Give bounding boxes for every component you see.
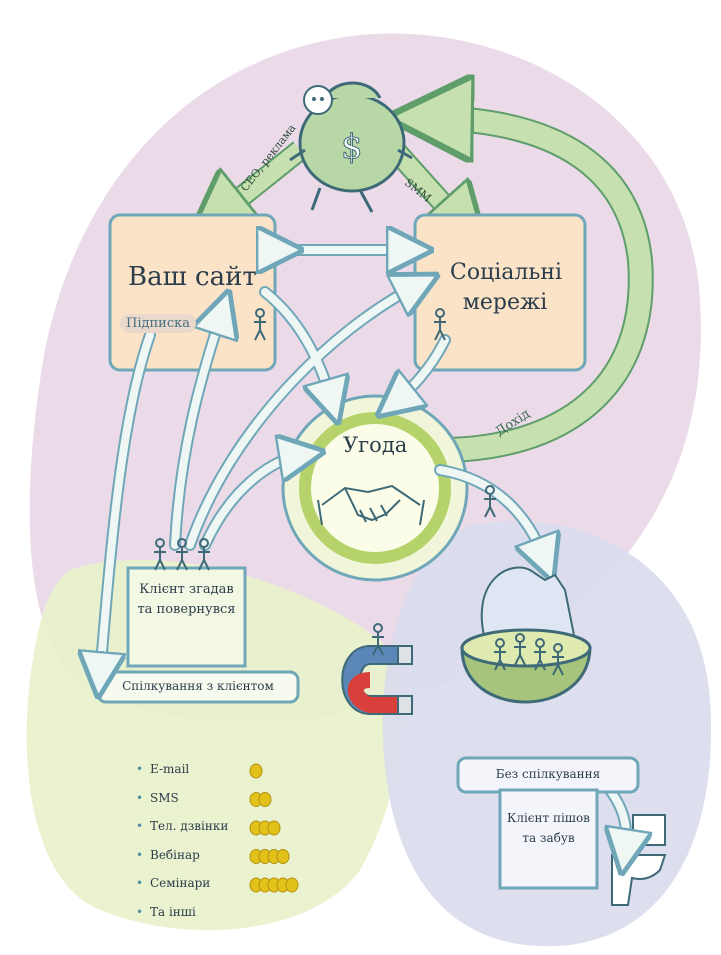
channel-label: Та інші (150, 904, 196, 919)
bullet-icon: • (136, 790, 144, 805)
channel-label: Тел. дзвінки (150, 819, 229, 833)
coin-icon (267, 820, 281, 836)
channel-label: SMS (150, 790, 179, 805)
channel-item: • E-mail (136, 762, 228, 791)
subscription-tag: Підписка (120, 314, 196, 333)
no-communication-text: Без спілкування (495, 767, 601, 781)
channel-label: E-mail (150, 762, 190, 776)
channel-item: • Вебінар (136, 848, 228, 877)
coin-icon (258, 792, 272, 807)
bullet-icon: • (136, 819, 144, 833)
money-bag-icon: $ (289, 81, 413, 213)
social-networks-title: Соціальні мережі (450, 260, 563, 315)
coin-icon (276, 849, 290, 864)
coin-icon (285, 877, 299, 893)
coin-icon (249, 763, 263, 779)
client-returned-text: Клієнт згадав та повернувся (137, 582, 236, 617)
channel-item: • Тел. дзвінки (136, 819, 228, 848)
communication-text: Спілкування з клієнтом (122, 679, 274, 693)
channel-item: • SMS (136, 791, 228, 820)
client-forgot-text: Клієнт пішов та забув (507, 811, 590, 845)
channel-item: • Та інші (136, 905, 228, 934)
bullet-icon: • (136, 904, 144, 919)
channel-item: • Семінари (136, 876, 228, 905)
bullet-icon: • (136, 876, 144, 890)
dollar-sign: $ (341, 127, 363, 167)
forgot-box-shape (498, 788, 599, 890)
channel-label: Семінари (150, 876, 211, 890)
bullet-icon: • (136, 847, 144, 862)
coin-groups (249, 763, 299, 893)
channel-list: • E-mail • SMS • Тел. дзвінки • Вебінар • Сем… (136, 762, 228, 933)
handshake-icon (317, 484, 425, 526)
magnet-icon (341, 645, 413, 715)
deal-title: Угода (343, 433, 408, 457)
channel-label: Вебінар (150, 847, 200, 862)
bullet-icon: • (136, 762, 144, 776)
site-box-shape (108, 213, 277, 372)
your-site-title: Ваш сайт (128, 262, 257, 292)
client-box-shape (126, 566, 247, 668)
people-icons (154, 308, 564, 676)
